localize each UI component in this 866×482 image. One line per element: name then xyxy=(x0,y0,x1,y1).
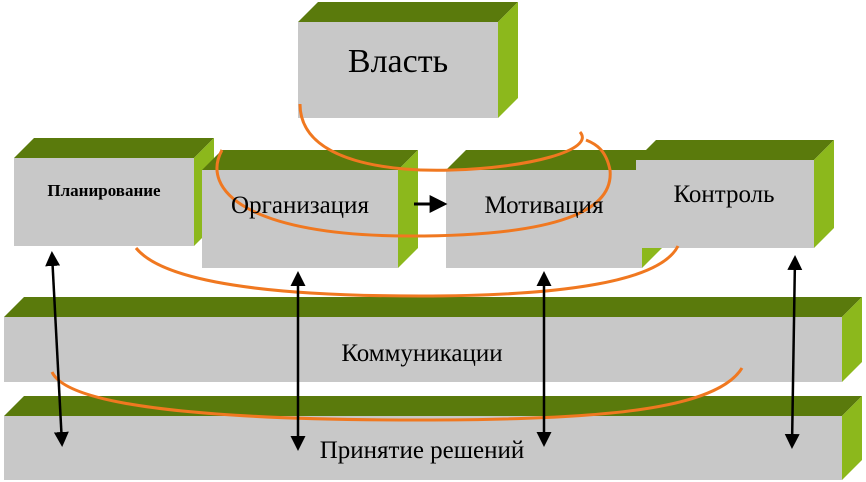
planning-label: Планирование xyxy=(47,181,161,200)
organization-motivation-arc xyxy=(215,138,612,238)
organization-label: Организация xyxy=(231,192,369,219)
control-label: Контроль xyxy=(673,181,774,208)
functions-arc xyxy=(134,245,680,298)
communications-arc xyxy=(50,367,744,422)
communications-label: Коммуникации xyxy=(341,340,502,367)
power-block xyxy=(298,2,518,118)
power-label: Власть xyxy=(348,43,448,80)
planning-block xyxy=(14,138,214,246)
control-decisions-arrow xyxy=(784,255,803,449)
communications-block xyxy=(4,297,862,382)
decisions-block xyxy=(4,396,862,480)
organization-block xyxy=(202,150,418,268)
power-arc xyxy=(298,103,584,172)
planning-decisions-arrow xyxy=(45,251,69,447)
motivation-label: Мотивация xyxy=(485,192,604,219)
control-block xyxy=(636,140,834,248)
decisions-label: Принятие решений xyxy=(320,437,525,464)
